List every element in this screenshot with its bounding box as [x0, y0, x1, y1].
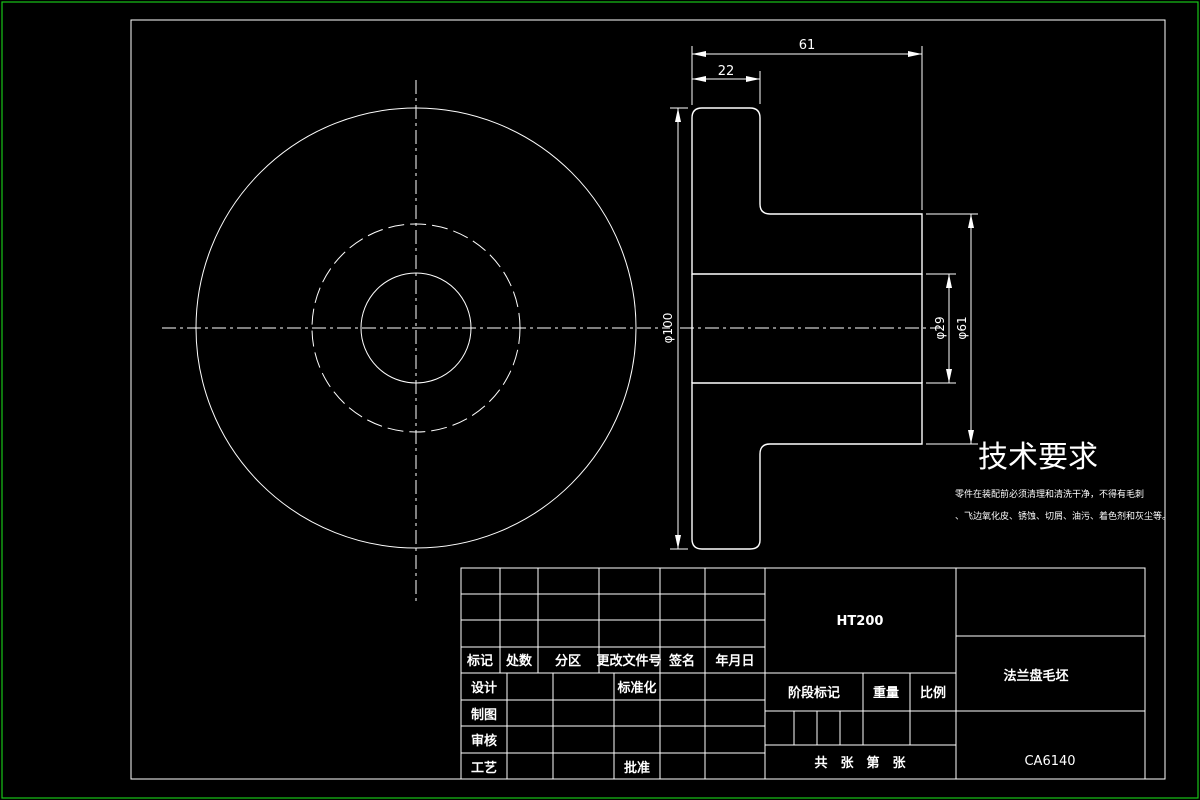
tb-header-date: 年月日: [715, 653, 754, 669]
tb-header-count: 处数: [505, 653, 533, 669]
dim-outer-diameter: φ100: [661, 313, 675, 344]
dim-hub-diameter: φ61: [955, 316, 969, 339]
tb-material: HT200: [837, 614, 884, 629]
tb-row-approve: 批准: [624, 760, 650, 776]
tech-requirements: 技术要求 零件在装配前必须清理和清洗干净，不得有毛刺 、飞边氧化皮、锈蚀、切屑、…: [955, 440, 1171, 522]
tb-row-review: 审核: [471, 733, 497, 749]
section-upper: [691, 107, 923, 275]
dim-flange-thickness: 22: [718, 64, 735, 79]
tb-row-process: 工艺: [471, 760, 497, 776]
tb-header-signature: 签名: [668, 653, 695, 669]
tb-row-drawing: 制图: [471, 707, 497, 723]
tech-requirements-line1: 零件在装配前必须清理和清洗干净，不得有毛刺: [955, 488, 1144, 500]
section-lower: [691, 382, 923, 550]
tb-sheet-count: 共 张 第 张: [814, 755, 906, 771]
tb-row-standard: 标准化: [616, 680, 656, 696]
dim-total-length: 61: [799, 38, 816, 53]
tb-header-mark: 标记: [466, 653, 493, 669]
tb-weight: 重量: [873, 685, 899, 701]
section-view: [680, 107, 940, 550]
dimensions: 61 22 φ100 φ29 φ61: [661, 38, 978, 550]
tb-row-design: 设计: [471, 680, 497, 696]
tb-header-zone: 分区: [555, 653, 581, 669]
dim-bore-diameter: φ29: [933, 316, 947, 339]
tb-drawing-code: CA6140: [1024, 754, 1075, 769]
tb-part-name: 法兰盘毛坯: [1003, 668, 1068, 684]
tb-stage-mark: 阶段标记: [788, 685, 840, 701]
tb-scale: 比例: [920, 685, 946, 701]
tech-requirements-title: 技术要求: [978, 440, 1098, 475]
front-view: [162, 80, 670, 604]
tech-requirements-line2: 、飞边氧化皮、锈蚀、切屑、油污、着色剂和灰尘等。: [955, 510, 1171, 522]
tb-header-change-doc: 更改文件号: [596, 653, 661, 669]
title-block: 标记 处数 分区 更改文件号 签名 年月日 设计 标准化 制图 审核 工艺 批准…: [460, 567, 1146, 780]
